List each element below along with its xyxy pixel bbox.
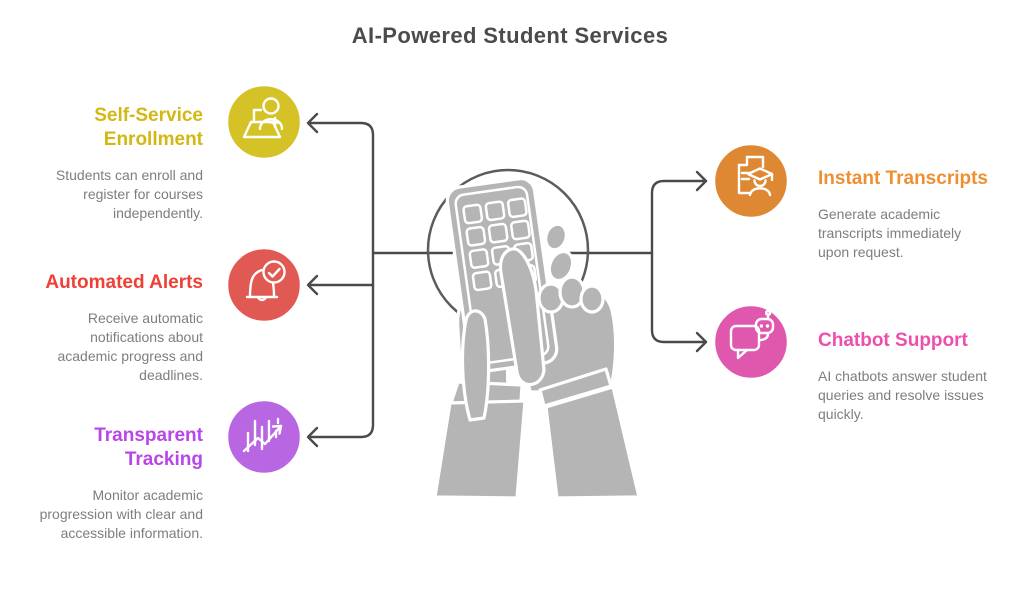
right-thumb-tip — [544, 222, 568, 252]
infographic-title: AI-Powered Student Services — [351, 23, 669, 48]
hands-using-smartphone-illustration — [426, 168, 641, 500]
arrow-to-tracking-icon — [306, 426, 319, 448]
right-finger-tip — [547, 249, 575, 283]
chat-bubble-robot-glyph — [729, 309, 775, 360]
service-item-chatbot-support: Chatbot Support AI chatbots answer stude… — [818, 329, 996, 424]
right-index-finger — [498, 247, 546, 387]
tracking-icon — [225, 398, 303, 476]
chatbot-icon-circle — [712, 303, 790, 381]
item-description: AI chatbots answer student queries and r… — [818, 367, 987, 422]
enrollment-laptop-user-glyph — [242, 97, 284, 139]
right-sleeve — [544, 385, 641, 500]
right-branch-line — [650, 179, 708, 344]
item-heading: Chatbot Support — [818, 330, 968, 351]
item-heading: Instant Transcripts — [818, 168, 988, 189]
left-branch-line — [308, 121, 375, 439]
right-knuckle-3 — [579, 284, 605, 314]
service-item-self-service-enrollment: Self-Service Enrollment Students can enr… — [31, 104, 203, 223]
service-item-transparent-tracking: Transparent Tracking Monitor academic pr… — [31, 424, 203, 543]
arrow-to-alerts-icon — [306, 274, 319, 296]
arrow-to-transcripts-icon — [695, 170, 708, 192]
arrow-to-enrollment-icon — [306, 112, 319, 134]
hands-phone-group — [433, 176, 641, 500]
bell-check-glyph — [245, 260, 286, 302]
item-description: Monitor academic progression with clear … — [39, 486, 203, 541]
document-graduate-glyph — [737, 155, 774, 197]
chart-growth-arrow-glyph — [242, 417, 283, 453]
item-description: Students can enroll and register for cou… — [55, 166, 203, 221]
enrollment-icon — [225, 83, 303, 161]
connector-group — [306, 112, 708, 448]
left-thumb — [460, 309, 491, 422]
item-description: Generate academic transcripts immediatel… — [818, 205, 962, 260]
alerts-icon — [225, 246, 303, 324]
left-sleeve — [433, 399, 527, 500]
service-item-instant-transcripts: Instant Transcripts Generate academic tr… — [818, 167, 996, 262]
item-heading: Transparent Tracking — [94, 425, 203, 470]
chatbot-icon — [712, 303, 790, 381]
transcripts-icon — [712, 142, 790, 220]
service-item-automated-alerts: Automated Alerts Receive automatic notif… — [31, 271, 203, 385]
item-heading: Self-Service Enrollment — [94, 105, 203, 150]
arrow-to-chatbot-icon — [695, 331, 708, 353]
alerts-icon-circle — [225, 246, 303, 324]
item-heading: Automated Alerts — [45, 272, 203, 293]
transcripts-icon-circle — [712, 142, 790, 220]
item-description: Receive automatic notifications about ac… — [57, 309, 203, 383]
tracking-icon-circle — [225, 398, 303, 476]
